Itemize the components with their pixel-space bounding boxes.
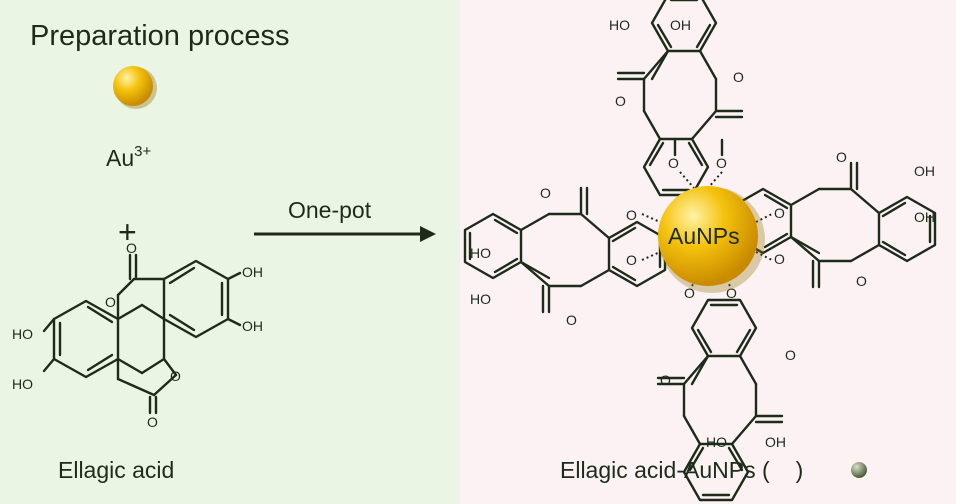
atom-o: O <box>540 185 551 201</box>
atom-o: O <box>626 252 637 268</box>
atom-o: O <box>626 207 637 223</box>
atom-o: O <box>733 69 744 85</box>
au-ion-label: Au3+ <box>106 143 151 171</box>
arrow-label: One-pot <box>288 197 372 223</box>
atom-oh: OH <box>914 163 935 179</box>
atom-ho: HO <box>706 434 727 450</box>
atom-oh: OH <box>242 318 263 334</box>
atom-o: O <box>566 312 577 328</box>
atom-o: O <box>774 205 785 221</box>
aunp-label: AuNPs <box>668 223 740 249</box>
atom-o: O <box>668 155 679 171</box>
atom-oh: OH <box>242 264 263 280</box>
product-name: Ellagic acid-AuNPs () <box>560 457 803 483</box>
au-ion-sphere <box>113 66 153 106</box>
ligand-right <box>733 161 937 289</box>
atom-oh: OH <box>670 17 691 33</box>
atom-oh: OH <box>914 209 935 225</box>
atom-o: O <box>836 149 847 165</box>
atom-o: O <box>170 368 181 384</box>
arrow-head <box>420 226 436 242</box>
atom-o: O <box>684 285 695 301</box>
aunp-sphere <box>658 186 758 286</box>
atom-ho: HO <box>470 245 491 261</box>
atom-o: O <box>147 414 158 430</box>
atom-o: O <box>105 294 116 310</box>
atom-o: O <box>126 240 137 256</box>
atom-o: O <box>660 372 671 388</box>
atom-ho: HO <box>12 376 33 392</box>
atom-o: O <box>726 285 737 301</box>
left-panel <box>0 0 460 504</box>
atom-o: O <box>774 251 785 267</box>
ellagic-acid-structure: O O OH OH HO HO O O <box>12 240 263 430</box>
reactant-name: Ellagic acid <box>58 457 174 483</box>
atom-ho: HO <box>609 17 630 33</box>
atom-ho: HO <box>12 326 33 342</box>
plus-sign: + <box>118 214 137 250</box>
atom-o: O <box>716 155 727 171</box>
panel-title: Preparation process <box>30 20 290 52</box>
atom-o: O <box>615 93 626 109</box>
atom-oh: OH <box>765 434 786 450</box>
atom-o: O <box>856 273 867 289</box>
atom-ho: HO <box>470 291 491 307</box>
atom-o: O <box>785 347 796 363</box>
product-np-icon <box>851 462 867 478</box>
